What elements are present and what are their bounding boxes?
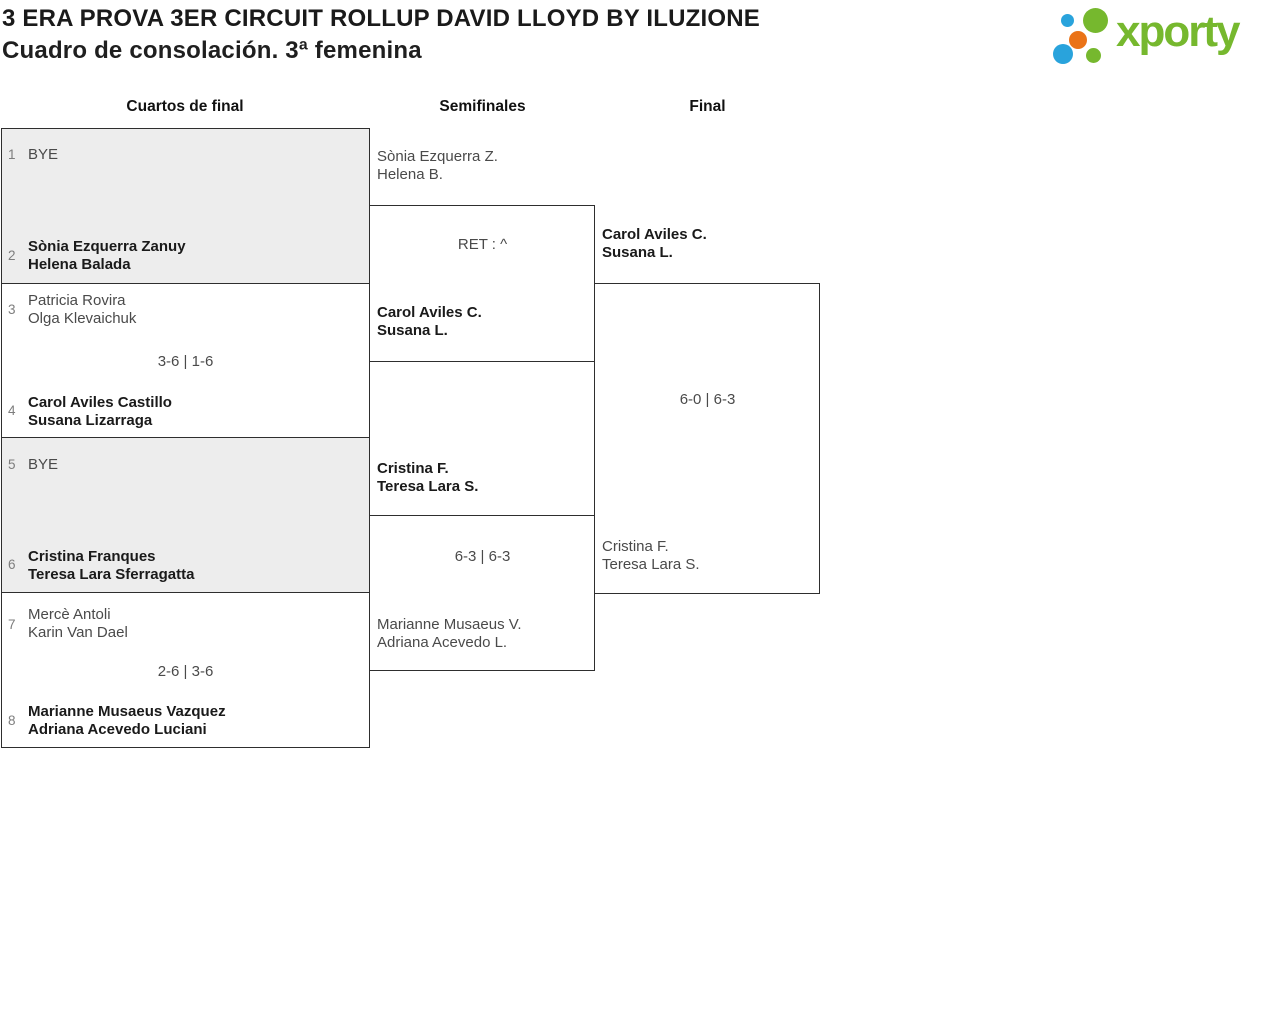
qf3-team2-line1: Cristina Franques [28,548,156,565]
sf2-team1-line1: Cristina F. [377,460,449,477]
logo-dot-blue-large [1053,44,1073,64]
round-header-final: Final [689,98,726,115]
sf1-score: RET : ^ [457,236,508,253]
seed-8: 8 [8,713,16,728]
qf3-team2-line2: Teresa Lara Sferragatta [28,565,195,583]
xporty-logo[interactable]: xporty [1050,2,1278,74]
final-team2-line1: Cristina F. [602,538,669,555]
match-qf3-box [1,437,370,593]
sf1-team2-names: Carol Aviles C. Susana L. [377,304,482,339]
round-header-cuartos-de-final: Cuartos de final [126,98,244,115]
qf1-team2-names: Sònia Ezquerra Zanuy Helena Balada [28,238,186,273]
logo-dot-green-large [1083,8,1108,33]
qf2-score: 3-6 | 1-6 [157,353,214,370]
final-team2-names: Cristina F. Teresa Lara S. [602,538,700,573]
sf1-team2-line2: Susana L. [377,321,448,339]
qf3-team1-names: BYE [28,456,58,474]
match-qf1-box [1,128,370,284]
qf4-team1-names: Mercè Antoli Karin Van Dael [28,606,128,641]
sf2-team2-names: Marianne Musaeus V. Adriana Acevedo L. [377,616,522,651]
qf2-team2-line1: Carol Aviles Castillo [28,394,172,411]
qf1-team2-line1: Sònia Ezquerra Zanuy [28,238,186,255]
qf4-team2-line1: Marianne Musaeus Vazquez [28,703,226,720]
page-subtitle: Cuadro de consolación. 3ª femenina [2,37,422,64]
qf2-team1-line1: Patricia Rovira [28,292,126,309]
sf2-team2-line2: Adriana Acevedo L. [377,633,508,651]
sf2-team2-line1: Marianne Musaeus V. [377,616,522,633]
qf2-team2-names: Carol Aviles Castillo Susana Lizarraga [28,394,172,429]
qf4-score: 2-6 | 3-6 [157,663,214,680]
sf2-team1-line2: Teresa Lara S. [377,477,479,495]
qf2-team1-line2: Olga Klevaichuk [28,309,137,327]
round-header-semifinales: Semifinales [439,98,526,115]
page-title: 3 ERA PROVA 3ER CIRCUIT ROLLUP DAVID LLO… [2,5,760,32]
qf3-team1-line1: BYE [28,456,59,473]
match-final-box [594,283,820,594]
final-score: 6-0 | 6-3 [679,391,736,408]
final-team1-line1: Carol Aviles C. [602,226,707,243]
qf1-team2-line2: Helena Balada [28,255,131,273]
sf1-team1-names: Sònia Ezquerra Z. Helena B. [377,148,498,183]
logo-dot-blue-small [1061,14,1074,27]
final-team2-line2: Teresa Lara S. [602,555,700,573]
seed-5: 5 [8,457,16,472]
seed-7: 7 [8,617,16,632]
sf2-team1-names: Cristina F. Teresa Lara S. [377,460,478,495]
qf1-team1-names: BYE [28,146,58,164]
final-team1-line2: Susana L. [602,243,673,261]
seed-2: 2 [8,248,16,263]
seed-4: 4 [8,403,16,418]
qf3-team2-names: Cristina Franques Teresa Lara Sferragatt… [28,548,194,583]
qf2-team1-names: Patricia Rovira Olga Klevaichuk [28,292,136,327]
sf2-score: 6-3 | 6-3 [454,548,511,565]
final-team1-names: Carol Aviles C. Susana L. [602,226,707,261]
sf1-team1-line1: Sònia Ezquerra Z. [377,148,498,165]
sf1-team2-line1: Carol Aviles C. [377,304,482,321]
seed-1: 1 [8,147,16,162]
qf4-team2-names: Marianne Musaeus Vazquez Adriana Acevedo… [28,703,226,738]
logo-dot-orange [1069,31,1087,49]
logo-dot-green-small [1086,48,1101,63]
seed-3: 3 [8,302,16,317]
sf1-team1-line2: Helena B. [377,165,443,183]
logo-wordmark: xporty [1116,7,1240,56]
qf1-team1-line1: BYE [28,146,59,163]
qf4-team1-line2: Karin Van Dael [28,623,128,641]
qf4-team1-line1: Mercè Antoli [28,606,111,623]
qf4-team2-line2: Adriana Acevedo Luciani [28,720,207,738]
qf2-team2-line2: Susana Lizarraga [28,411,153,429]
seed-6: 6 [8,557,16,572]
